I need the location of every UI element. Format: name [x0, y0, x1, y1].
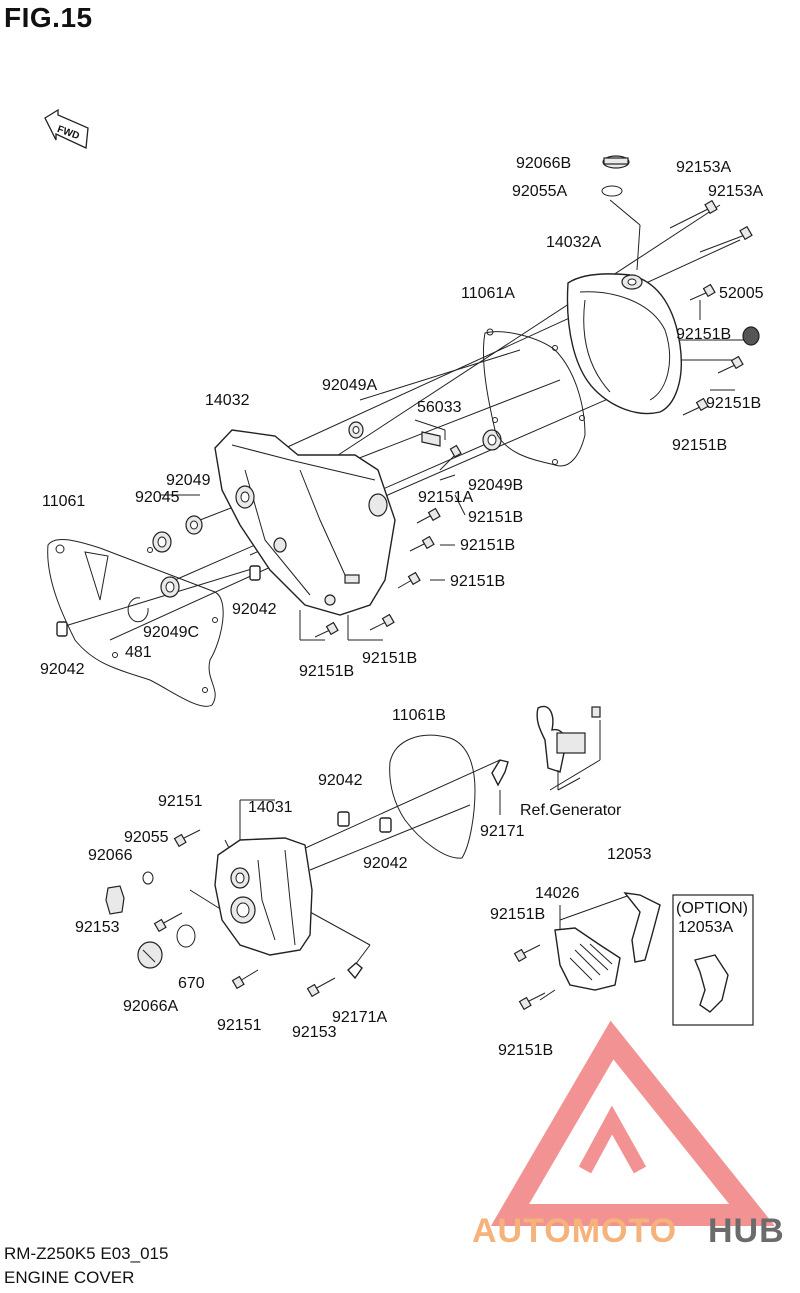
watermark-text-b: HUB [708, 1212, 785, 1250]
label-92151B-j: 92151B [498, 1042, 553, 1059]
generator-cover-14031 [214, 837, 313, 956]
clamp-92171A [347, 962, 363, 980]
label-92151B-f: 92151B [450, 573, 505, 590]
label-14032: 14032 [205, 392, 250, 409]
sprocket-cover-14026 [554, 927, 621, 991]
label-92151B-b: 92151B [706, 395, 761, 412]
label-92171A: 92171A [332, 1009, 387, 1026]
watermark-text-a: AUTOMOTO [472, 1212, 677, 1250]
generator-ref-bracket [536, 705, 601, 791]
crankcase-cover-14032 [214, 429, 396, 616]
label-92171: 92171 [480, 823, 525, 840]
gasket-11061B [389, 734, 476, 859]
label-52005: 52005 [719, 285, 764, 302]
label-92151B-e: 92151B [460, 537, 515, 554]
dowel-92042-left [56, 621, 68, 637]
label-92151B-h: 92151B [362, 650, 417, 667]
plate-56033 [421, 431, 441, 447]
label-92045: 92045 [135, 489, 180, 506]
label-14032A: 14032A [546, 234, 601, 251]
cap-92066A [137, 941, 163, 969]
label-option: (OPTION) [676, 900, 748, 917]
label-92042-d: 92042 [363, 855, 408, 872]
label-92151A: 92151A [418, 489, 473, 506]
label-670: 670 [178, 975, 205, 992]
figure-title: FIG.15 [4, 2, 93, 33]
label-14026: 14026 [535, 885, 580, 902]
callout-labels: 92066B 92055A 92153A 92153A 14032A 11061… [40, 155, 764, 1059]
oring-92055A [601, 185, 623, 197]
watermark-logo-icon [490, 1020, 775, 1226]
label-56033: 56033 [417, 399, 462, 416]
clamp-92171 [491, 759, 509, 787]
label-92042-c: 92042 [318, 772, 363, 789]
label-92153A-a: 92153A [676, 159, 731, 176]
bolts-lower [153, 829, 546, 1011]
clutch-cover-14032A [566, 273, 682, 415]
label-92049: 92049 [166, 472, 211, 489]
label-12053A: 12053A [678, 919, 733, 936]
plug-92066 [105, 885, 125, 915]
label-92049B: 92049B [468, 477, 523, 494]
gasket-11061A [482, 331, 586, 467]
option-box [672, 894, 754, 1026]
label-92066B: 92066B [516, 155, 571, 172]
model-code: RM-Z250K5 E03_015 [4, 1244, 169, 1263]
label-92153-b: 92153 [292, 1024, 337, 1041]
label-92151B-d: 92151B [468, 509, 523, 526]
label-12053: 12053 [607, 846, 652, 863]
dowel-92042-lower-a [337, 811, 350, 827]
dowel-92042-lower-b [379, 817, 392, 833]
section-name: ENGINE COVER [4, 1268, 135, 1287]
label-92151B-c: 92151B [672, 437, 727, 454]
label-92153A-b: 92153A [708, 183, 763, 200]
fwd-arrow-icon: FWD [44, 108, 89, 149]
label-11061: 11061 [42, 493, 85, 510]
label-92042-a: 92042 [232, 601, 277, 618]
label-92049A: 92049A [322, 377, 377, 394]
gasket-11061 [47, 538, 224, 707]
label-92151B-a: 92151B [676, 326, 731, 343]
guide-12053 [623, 892, 661, 963]
label-92153-a: 92153 [75, 919, 120, 936]
circlip-481 [127, 597, 149, 623]
label-92066: 92066 [88, 847, 133, 864]
label-92042-b: 92042 [40, 661, 85, 678]
label-481: 481 [125, 644, 152, 661]
label-14031: 14031 [248, 799, 293, 816]
window-52005 [742, 326, 760, 346]
dowel-92042-mid [249, 565, 261, 581]
guide-12053A [694, 954, 729, 1013]
label-92049C: 92049C [143, 624, 199, 641]
label-92151-b: 92151 [217, 1017, 262, 1034]
label-11061A: 11061A [461, 285, 515, 302]
label-92151B-g: 92151B [299, 663, 354, 680]
oring-92055 [142, 871, 154, 885]
label-92055: 92055 [124, 829, 169, 846]
label-92151-a: 92151 [158, 793, 203, 810]
label-ref-generator: Ref.Generator [520, 802, 622, 819]
label-11061B: 11061B [392, 707, 446, 724]
bolts-upper [314, 199, 753, 638]
oring-670 [176, 924, 196, 948]
label-92055A: 92055A [512, 183, 567, 200]
label-92066A: 92066A [123, 998, 178, 1015]
label-92151B-i: 92151B [490, 906, 545, 923]
